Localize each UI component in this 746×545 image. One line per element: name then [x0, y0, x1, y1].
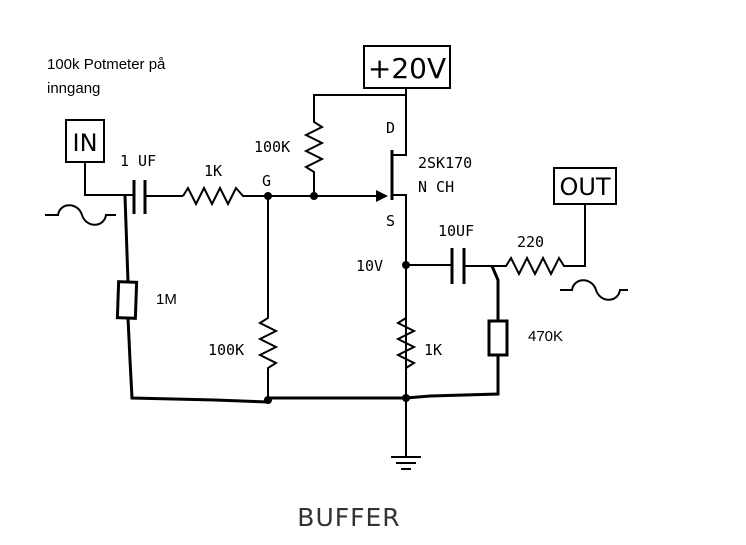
load-resistor: 470K	[405, 265, 563, 400]
gate-bias-resistor: 100K	[208, 196, 279, 398]
gate-label: G	[262, 172, 271, 190]
supply-terminal: +20V	[363, 45, 451, 156]
output-resistor: 220	[494, 202, 586, 277]
output-resistor-label: 220	[517, 233, 544, 251]
series-resistor: 1K	[182, 162, 268, 207]
gate-arrow-icon	[376, 190, 388, 202]
load-resistor-label: 470K	[528, 328, 563, 345]
potentiometer: 1M	[115, 195, 269, 404]
output-label: OUT	[559, 173, 610, 201]
input-terminal: IN	[65, 119, 134, 196]
ground-icon	[391, 456, 421, 470]
series-resistor-label: 1K	[204, 162, 222, 180]
jfet: D 2SK170 N CH S	[376, 119, 472, 398]
note-line-1: 100k Potmeter på	[47, 56, 166, 73]
gate-bias-resistor-label: 100K	[208, 341, 244, 359]
source-label: S	[386, 212, 395, 230]
input-label: IN	[72, 129, 97, 157]
input-capacitor: 1 UF	[120, 152, 183, 214]
potentiometer-label: 1M	[156, 291, 177, 308]
source-resistor: 1K	[395, 317, 442, 369]
output-capacitor: 10UF	[406, 222, 494, 284]
source-voltage-label: 10V	[356, 257, 383, 275]
fet-type: N CH	[418, 178, 454, 196]
input-capacitor-label: 1 UF	[120, 152, 156, 170]
output-sine-icon	[560, 279, 628, 301]
source-resistor-label: 1K	[424, 341, 442, 359]
drain-resistor-label: 100K	[254, 138, 290, 156]
diagram-title: BUFFER	[297, 503, 400, 532]
output-terminal: OUT	[553, 167, 617, 205]
ground-junction-left	[264, 396, 272, 404]
input-sine-icon	[45, 204, 116, 226]
fet-name: 2SK170	[418, 154, 472, 172]
drain-resistor: 100K	[254, 94, 406, 196]
note-line-2: inngang	[47, 80, 100, 97]
output-capacitor-label: 10UF	[438, 222, 474, 240]
drain-label: D	[386, 119, 395, 137]
supply-label: +20V	[368, 52, 446, 85]
